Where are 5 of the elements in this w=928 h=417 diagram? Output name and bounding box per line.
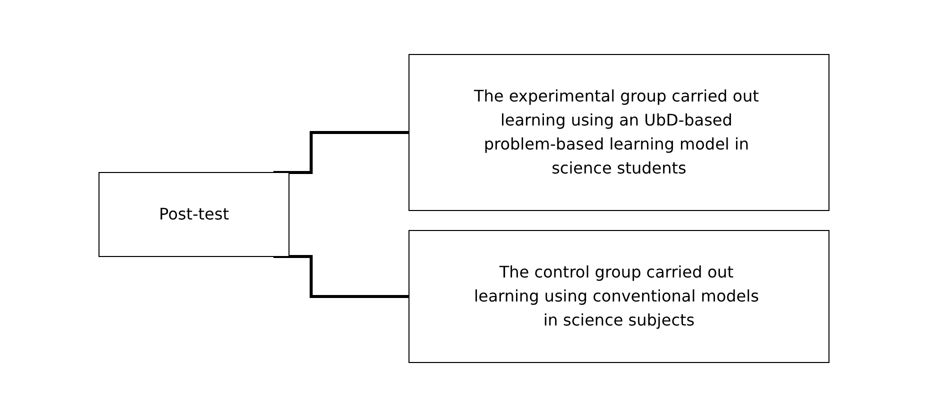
node-box: The experimental group carried out learning using an UbD-based problem-based learning model in science students [408,54,830,211]
node-box: Post-test [98,172,290,257]
node-box: The control group carried out learning using conventional models in science subjects [408,230,830,363]
connector [273,255,409,298]
connector [273,131,409,174]
